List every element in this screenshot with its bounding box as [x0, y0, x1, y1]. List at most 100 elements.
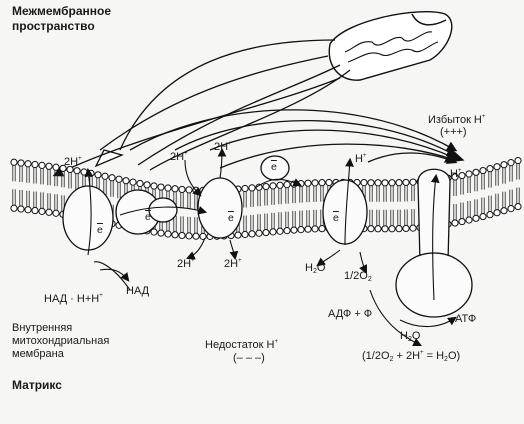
lipid-head [248, 184, 256, 192]
lipid-head [150, 228, 158, 236]
intermembrane-space-line1: Межмембранное [12, 4, 112, 18]
nad-label: НАД [126, 285, 150, 297]
nadh-text: НАД · Н+Н [44, 293, 100, 305]
lipid-head [52, 209, 60, 217]
equation-part3: = Н [423, 350, 445, 362]
lipid-head [234, 231, 242, 239]
lipid-head [185, 186, 193, 194]
h-mid-top-text: 2Н [170, 151, 185, 163]
lipid-head [171, 231, 179, 239]
inner-membrane-label: Внутренняя митохондриальная мембрана [12, 322, 109, 361]
h-plus-top-text: Н [355, 153, 363, 165]
lipid-head [38, 207, 46, 215]
lipid-head [276, 181, 284, 189]
excess-h-plus: + [481, 114, 486, 120]
lipid-head [486, 165, 494, 173]
lipid-head [388, 179, 396, 187]
lipid-head [409, 178, 417, 186]
electron-4: е [271, 161, 277, 173]
h-mid-top-sup: + [184, 151, 188, 157]
lipid-head [269, 182, 277, 190]
h-bottom-1-text: 2Н [177, 258, 192, 270]
lipid-head [80, 168, 88, 176]
h2o-bottom-sub: 2 [407, 336, 412, 343]
electron-5: е [333, 212, 339, 224]
lipid-head [507, 205, 515, 213]
lipid-head [108, 174, 116, 182]
lipid-head [241, 184, 249, 193]
lipid-head [157, 229, 165, 237]
lipid-head [465, 170, 473, 178]
lipid-head [10, 204, 18, 212]
deficit-h-label: Недостаток Н+ [205, 336, 278, 352]
inner-membrane-line2: митохондриальная [12, 335, 110, 347]
lipid-head [395, 225, 403, 233]
lipid-head [122, 177, 130, 185]
lipid-head [171, 185, 179, 193]
h-left-top: 2Н+ [64, 153, 82, 169]
lipid-head [514, 156, 522, 165]
lipid-head [381, 179, 389, 187]
lipid-head [66, 165, 74, 174]
lipid-head [402, 224, 410, 233]
adp-label: АДФ + Ф [328, 308, 373, 320]
lipid-head [318, 225, 326, 233]
lipid-head [31, 160, 39, 169]
lipid-head [283, 227, 291, 235]
lipid-head [241, 230, 249, 239]
h2o-bottom-o: О [411, 330, 421, 342]
lipid-head [52, 163, 60, 171]
h2o-left-h: Н [305, 262, 313, 274]
equation-sub2: 2 [444, 356, 448, 363]
lipid-head [465, 216, 473, 224]
lipid-head [458, 217, 466, 226]
lipid-head [262, 182, 270, 191]
lipid-head [24, 206, 32, 214]
equation-part1: (1/2О [362, 350, 390, 362]
complex-i [62, 185, 114, 251]
h2o-bottom-label: Н2О [400, 330, 420, 346]
lipid-head [304, 179, 312, 187]
excess-h-label: Избыток Н+ [428, 111, 485, 127]
lipid-head [290, 226, 298, 234]
lipid-head [374, 179, 382, 187]
mitochondrion-icon [328, 11, 453, 81]
lipid-head [297, 180, 305, 188]
lipid-head [311, 225, 319, 233]
lipid-head [451, 173, 459, 181]
inner-membrane-line3: мембрана [12, 348, 64, 360]
lipid-head [115, 175, 123, 183]
nadh-label: НАД · Н+Н+ [44, 290, 103, 306]
lipid-head [311, 179, 319, 187]
atp-synthase-head [395, 252, 473, 318]
lipid-head [500, 207, 508, 215]
protein-complexes [62, 155, 473, 318]
lipid-head [402, 178, 410, 187]
deficit-h-sup: + [274, 339, 279, 345]
intermembrane-space-label: Межмембранное пространство [12, 4, 111, 34]
lipid-head [178, 231, 186, 240]
lipid-head [255, 229, 263, 237]
h-plus-right: Н+ [450, 165, 461, 181]
lipid-head [164, 184, 172, 192]
half-o2-label: 1/2О2 [344, 270, 372, 286]
lipid-head [451, 219, 459, 227]
h-bottom-1: 2Н+ [177, 255, 195, 271]
lipid-head [486, 211, 494, 219]
lipid-head [94, 171, 102, 179]
lipid-head [45, 162, 53, 170]
lipid-head [136, 179, 144, 188]
lipid-head [318, 179, 326, 187]
deficit-h-text: Недостаток Н [205, 339, 275, 351]
lipid-head [381, 225, 389, 233]
h-plus-right-text: Н [450, 168, 458, 180]
equation-part4: О) [447, 350, 461, 362]
lipid-head [493, 163, 501, 171]
h-plus-right-sup: + [457, 168, 462, 174]
lipid-head [514, 202, 522, 211]
half-o2-text: 1/2О [344, 270, 368, 282]
lipid-head [367, 225, 375, 233]
excess-h-text: Избыток Н [428, 114, 482, 126]
lipid-head [297, 226, 305, 234]
lipid-head [262, 228, 270, 237]
